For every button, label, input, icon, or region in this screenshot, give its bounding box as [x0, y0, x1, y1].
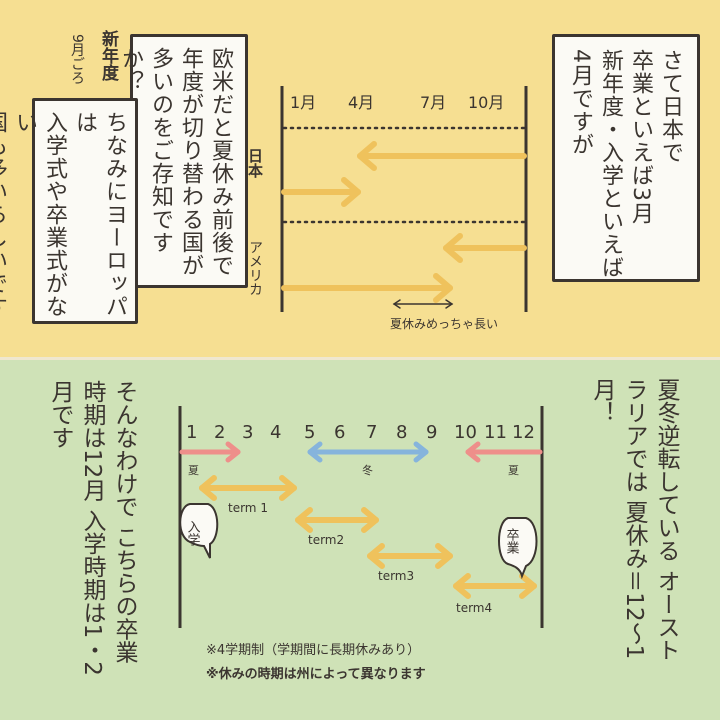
summer-label-left: 夏: [188, 464, 199, 477]
summer-caption: 夏休みめっちゃ長い: [390, 317, 498, 331]
australia-term-chart: 1 2 3 4 5 6 7 8 9 10 11 12 夏: [178, 406, 544, 682]
note-text-left: ちなみにヨーロッパは 入学式や卒業式がない 国も多いらしいです: [0, 111, 127, 318]
winter-label: 冬: [362, 463, 373, 477]
month-number: 9: [426, 422, 437, 443]
summer-arrow-right: [465, 441, 543, 463]
month-label: 4月: [348, 93, 374, 112]
note-box-right: さて日本で 卒業といえば3月 新年度・入学といえば 4月ですが: [552, 34, 700, 282]
note-holiday-varies: ※休みの時期は州によって異なります: [206, 666, 426, 682]
winter-arrow: [307, 441, 429, 463]
month-number: 4: [270, 422, 281, 443]
school-year-chart-top: 1月 4月 7月 10月: [280, 86, 528, 331]
graduate-bubble: [498, 517, 538, 580]
month-number: 7: [366, 422, 377, 443]
america-arrow-left: [443, 233, 527, 263]
month-number: 5: [304, 422, 315, 443]
top-panel: さて日本で 卒業といえば3月 新年度・入学といえば 4月ですが 欧米だと夏休み前…: [0, 0, 720, 360]
month-number: 10: [454, 422, 477, 443]
graduate-label: 卒業: [504, 528, 520, 554]
summer-label-right: 夏: [508, 464, 519, 477]
note-box-mid: 欧米だと夏休み前後で 年度が切り替わる国が 多いのをご存知ですか？: [118, 34, 248, 288]
summer-arrow-left: [179, 441, 241, 463]
side-note-new-year: 新年度: [98, 30, 118, 81]
month-number: 6: [334, 422, 345, 443]
america-arrow-right: [281, 273, 453, 303]
month-number: 1: [186, 422, 197, 443]
note-four-terms: ※4学期制（学期間に長期休みあり）: [206, 642, 420, 658]
enroll-label: 入学: [185, 520, 201, 546]
month-label: 1月: [290, 93, 316, 112]
term-label: term4: [456, 601, 492, 615]
japan-arrow-right: [281, 177, 361, 207]
month-number: 2: [214, 422, 225, 443]
month-number: 3: [242, 422, 253, 443]
month-number: 11: [484, 422, 507, 443]
month-label: 10月: [468, 93, 504, 112]
conclusion-text: そんなわけで こちらの卒業時期は12月 入学時期は1・2月です: [47, 380, 137, 676]
month-label: 7月: [420, 93, 446, 112]
note-box-left: ちなみにヨーロッパは 入学式や卒業式がない 国も多いらしいです: [0, 98, 138, 324]
month-number: 8: [396, 422, 407, 443]
term-label: term 1: [228, 501, 268, 515]
note-text-mid: 欧米だと夏休み前後で 年度が切り替わる国が 多いのをご存知ですか？: [118, 47, 233, 277]
side-note-september: 9月ごろ: [69, 34, 85, 85]
term-label: term2: [308, 533, 344, 547]
row-label-america: アメリカ: [247, 240, 263, 296]
term-label: term3: [378, 569, 414, 583]
month-number-row: 1 2 3 4 5 6 7 8 9 10 11 12: [186, 422, 535, 443]
australia-text: 夏冬逆転している オーストラリアでは 夏休み＝12〜1月！: [589, 378, 679, 662]
term4-arrow: [453, 573, 537, 599]
term2-arrow: [295, 507, 379, 533]
note-text-right: さて日本で 卒業といえば3月 新年度・入学といえば 4月ですが: [568, 49, 683, 279]
month-number: 12: [512, 422, 535, 443]
bottom-panel: 夏冬逆転している オーストラリアでは 夏休み＝12〜1月！ そんなわけで こちら…: [0, 360, 720, 720]
japan-arrow-left: [357, 141, 527, 171]
enroll-bubble: [179, 503, 219, 559]
summer-span-marker: [392, 299, 454, 309]
term3-arrow: [367, 543, 453, 569]
row-label-japan: 日本: [246, 148, 264, 178]
term1-arrow: [199, 475, 297, 501]
